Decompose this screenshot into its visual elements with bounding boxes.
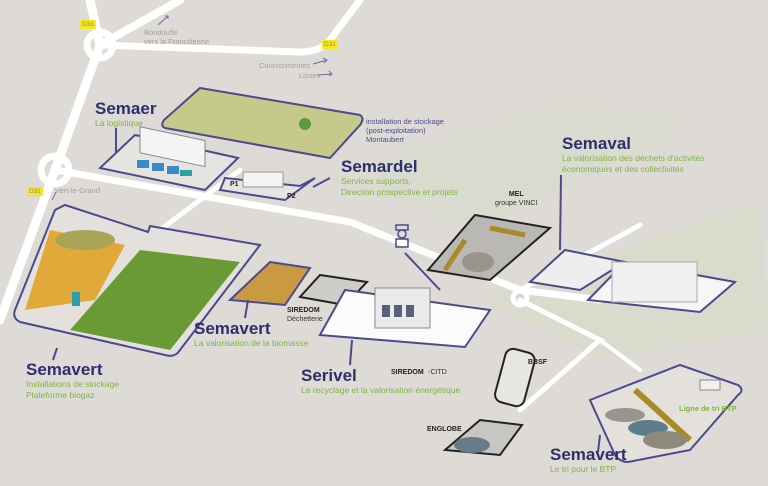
parking-p1: P1 — [230, 181, 239, 188]
road-label-left: D31 — [27, 187, 43, 196]
semavert-btp-title: Semavert — [550, 445, 627, 464]
montaubert-line2: (post-exploitation) — [366, 126, 426, 135]
semavert-biomasse-label[interactable]: Semavert La valorisation de la biomasse — [194, 320, 308, 349]
direction-lisses: Lisses — [299, 71, 321, 80]
bbsf-zone[interactable] — [493, 347, 536, 408]
ligne-tri-btp-label: Ligne de tri BTP — [679, 404, 737, 413]
biogaz-tank-icon — [72, 292, 80, 306]
direction-bondoufle: Bondoufle vers la Francilienne — [144, 28, 209, 46]
warehouse-icon — [139, 126, 206, 168]
semavert-stockage-subtitle-1: Installations de stockage — [26, 379, 120, 389]
road-label-top: D31 — [80, 20, 96, 29]
mel-label: MEL groupe VINCI — [495, 190, 537, 208]
serivel-subtitle: Le recyclage et la valorisation énergéti… — [301, 385, 461, 395]
police-officer-icon — [395, 224, 409, 248]
semavert-biomasse-subtitle: La valorisation de la biomasse — [194, 338, 309, 348]
montaubert-label: installation de stockage (post-exploitat… — [366, 117, 444, 144]
semavert-btp-label[interactable]: Semavert Le tri pour le BTP — [550, 446, 627, 475]
semavert-biomasse-zone[interactable] — [227, 260, 312, 307]
montaubert-line3: Montaubert — [366, 135, 404, 144]
semavert-btp-subtitle: Le tri pour le BTP — [550, 464, 617, 474]
siredom-dechetterie-label: SIREDOM Déchetterie — [287, 306, 323, 324]
semavert-biomasse-title: Semavert — [194, 319, 271, 338]
bbsf-label: BBSF — [528, 359, 548, 366]
mel-name: MEL — [508, 191, 524, 198]
serivel-title: Serivel — [301, 366, 357, 385]
semardel-title: Semardel — [341, 157, 418, 176]
direction-bondoufle-line2: vers la Francilienne — [144, 37, 210, 46]
mel-group: groupe VINCI — [495, 200, 538, 207]
semavert-stockage-subtitle-2: Plateforme biogaz — [26, 389, 95, 400]
siredom-citd-name: SIREDOM — [391, 369, 424, 376]
semaval-title: Semaval — [562, 134, 631, 153]
btp-building-icon — [699, 379, 721, 391]
leader-lines — [52, 128, 601, 453]
englobe-label: ENGLOBE — [427, 426, 462, 433]
semaer-title: Semaer — [95, 99, 157, 118]
direction-vert-le-grand: Vert-le-Grand — [55, 186, 101, 195]
semavert-stockage-title: Semavert — [26, 360, 103, 379]
siredom-dechetterie-sub: Déchetterie — [287, 316, 323, 323]
semardel-subtitle-1: Services supports, — [341, 176, 411, 186]
offices-icon — [242, 171, 284, 188]
montaubert-line1: installation de stockage — [366, 117, 444, 126]
montaubert-zone[interactable] — [161, 86, 364, 160]
semaval-subtitle-1: La valorisation des déchets d'activités — [562, 153, 705, 163]
siredom-citd-sub: -CITD — [428, 369, 447, 376]
semaer-subtitle: La logistique — [95, 118, 143, 128]
semaval-subtitle-2: économiques et des collectivités — [562, 163, 684, 174]
mel-zone[interactable] — [426, 213, 553, 282]
trucks-icon — [137, 160, 192, 176]
semaval-label[interactable]: Semaval La valorisation des déchets d'ac… — [562, 135, 704, 174]
siredom-dechetterie-name: SIREDOM — [287, 307, 320, 314]
direction-arrow-icons — [51, 15, 333, 201]
semardel-label[interactable]: Semardel Services supports, Direction pr… — [341, 158, 458, 197]
tree-icon — [299, 118, 311, 130]
semaval-building-icon — [611, 261, 698, 303]
direction-bondoufle-line1: Bondoufle — [144, 28, 178, 37]
direction-courcouronnes: Courcouronnes — [259, 61, 311, 70]
semavert-stockage-label[interactable]: Semavert Installations de stockage Plate… — [26, 361, 119, 400]
parking-p2: P2 — [287, 193, 296, 200]
road-label-right: D31 — [322, 40, 338, 49]
siredom-citd-label: SIREDOM -CITD — [391, 361, 447, 379]
semardel-subtitle-2: Direction prospective et projets — [341, 186, 458, 197]
serivel-label[interactable]: Serivel Le recyclage et la valorisation … — [301, 367, 460, 396]
semaer-label[interactable]: Semaer La logistique — [95, 100, 156, 129]
semaval-zone[interactable] — [527, 248, 628, 292]
